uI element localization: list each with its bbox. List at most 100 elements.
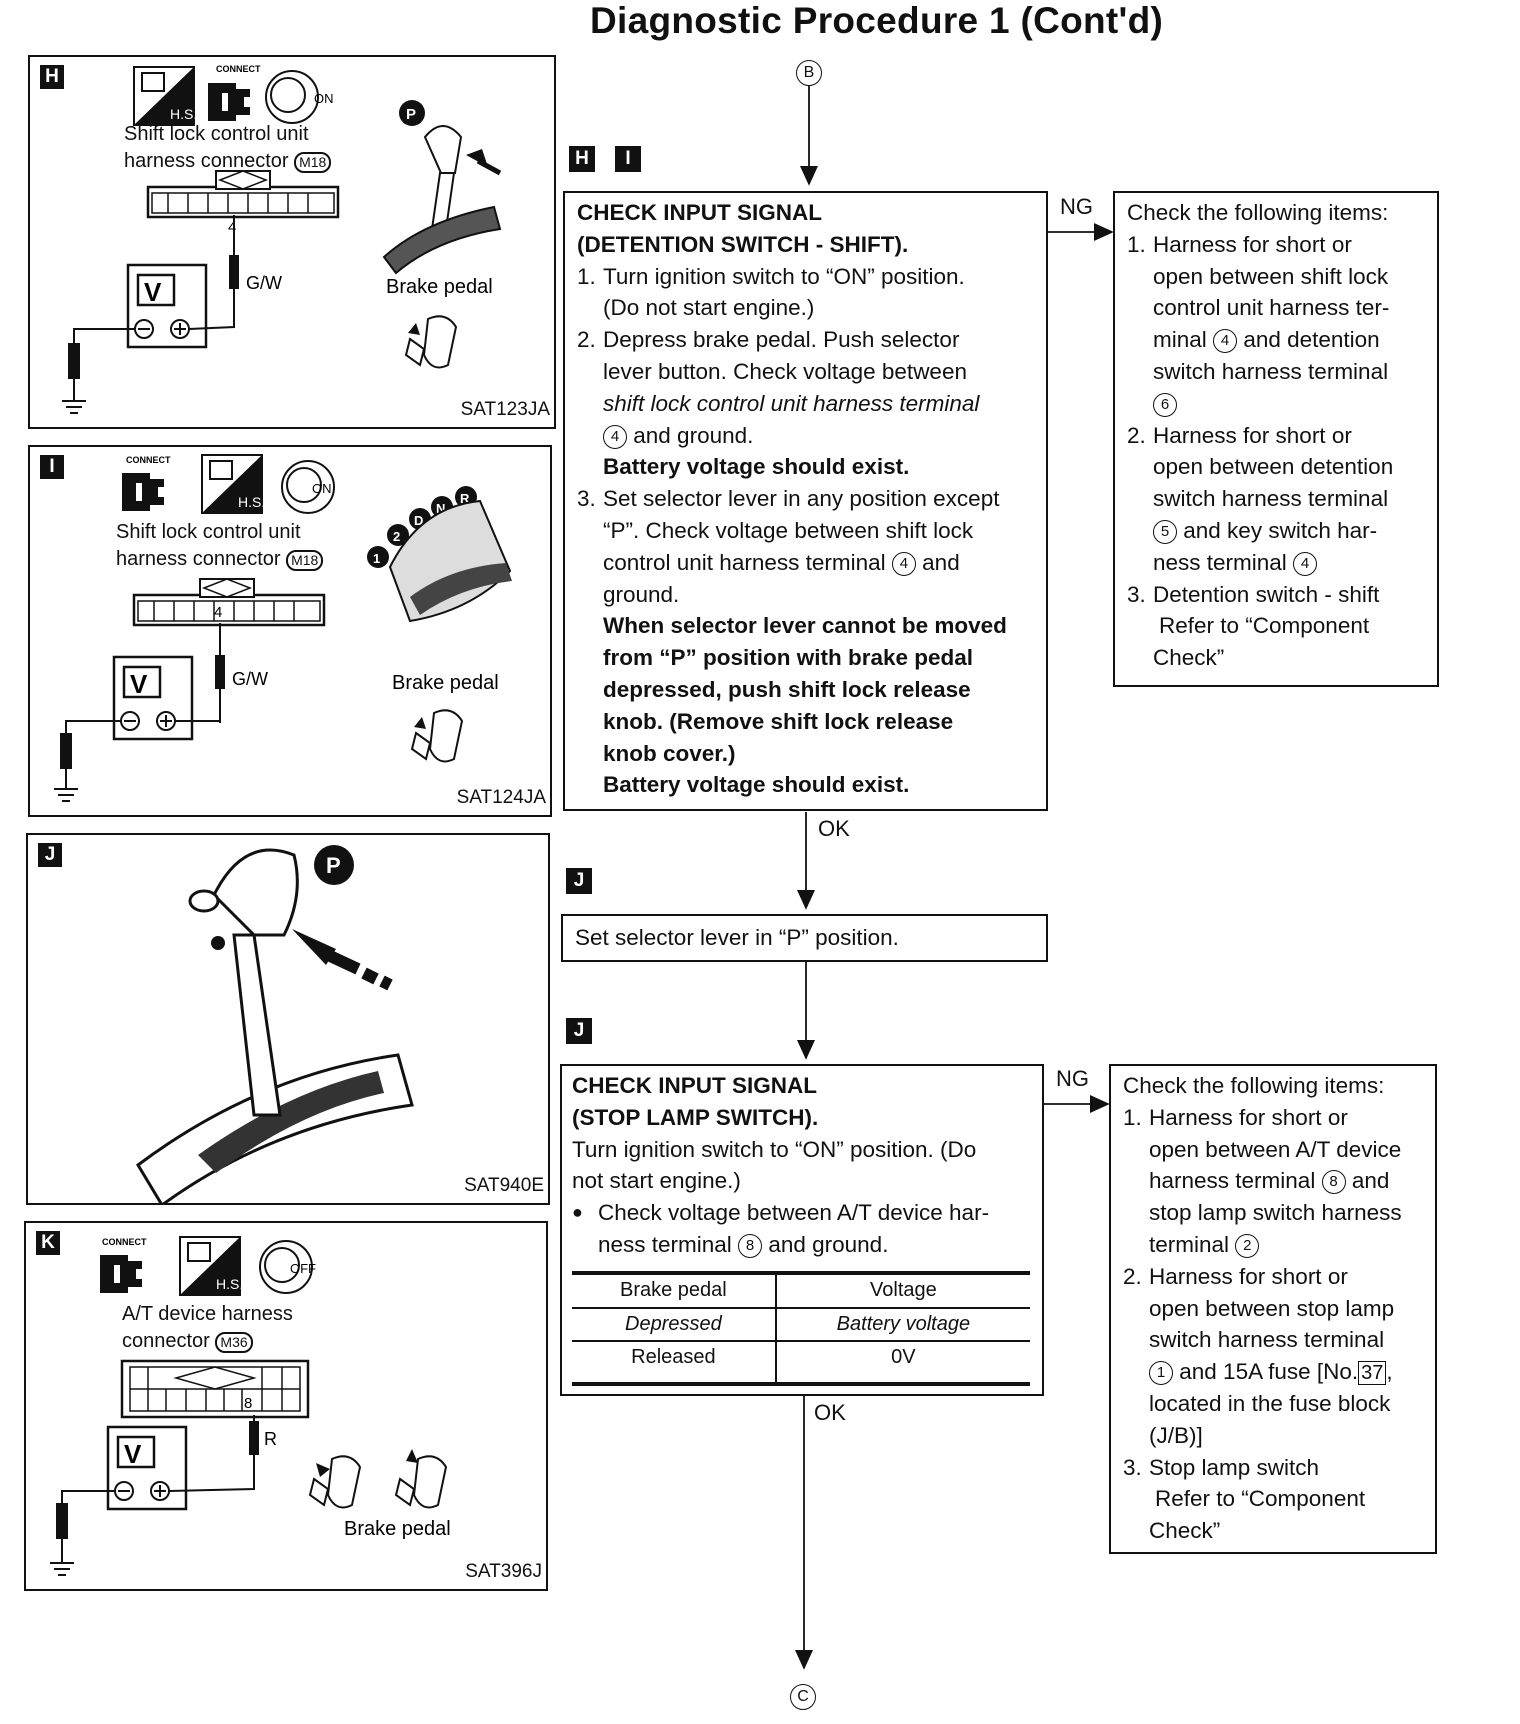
check-line: Detention switch - shift: [1153, 581, 1380, 607]
terminal-circle: 4: [1293, 551, 1318, 576]
instruction-line: ness terminal 8 and ground.: [598, 1229, 1032, 1261]
terminal-circle: 8: [1321, 1170, 1346, 1195]
check-line: (J/B)]: [1149, 1422, 1203, 1448]
check-line: switch harness terminal: [1149, 1327, 1385, 1353]
voltage-table: Brake pedal Voltage Depressed Battery vo…: [572, 1271, 1030, 1387]
instruction-line: Turn ignition switch to “ON” position.: [603, 263, 965, 289]
check-item: 1. Harness for short or open between shi…: [1127, 229, 1429, 420]
check-line: Harness for short or: [1149, 1263, 1348, 1289]
set-selector-lever-box: Set selector lever in “P” position.: [561, 914, 1048, 962]
check-text: minal: [1153, 327, 1207, 353]
key-position-label: ON: [314, 91, 334, 106]
step-title-line-1: CHECK INPUT SIGNAL: [577, 200, 823, 225]
connect-icon-label: CONNECT: [126, 455, 171, 465]
hs-icon-label: H.S.: [238, 494, 265, 510]
check-item: 3. Stop lamp switch Refer to “Component …: [1123, 1452, 1429, 1547]
check-line: 6: [1153, 388, 1429, 420]
step-tag-j: J: [566, 868, 592, 894]
terminal-circle: 2: [1235, 1233, 1260, 1258]
check-line: Check”: [1153, 645, 1225, 671]
connector-id-badge: M18: [286, 550, 324, 571]
ground-icon: [62, 387, 86, 414]
step-tag-i: I: [615, 146, 641, 172]
check-text: ness terminal: [1153, 549, 1287, 575]
bullet-item: ● Check voltage between A/T device har- …: [572, 1197, 1032, 1261]
caption-line-1: Shift lock control unit: [124, 123, 309, 145]
check-line: open between shift lock: [1153, 263, 1389, 289]
connector-id-badge: M36: [215, 1332, 253, 1353]
terminal-circle: 4: [891, 551, 916, 576]
item-number: 1.: [577, 263, 596, 289]
panel-caption: Shift lock control unit harness connecto…: [124, 121, 332, 175]
instruction-item: 3. Set selector lever in any position ex…: [577, 483, 1036, 801]
step-title-line-2: (STOP LAMP SWITCH).: [572, 1104, 819, 1130]
check-line: ness terminal 4: [1153, 547, 1429, 579]
caption-line-1: A/T device harness: [122, 1303, 293, 1325]
expected-result: Battery voltage should exist.: [603, 772, 910, 798]
instruction-line: (Do not start engine.): [603, 295, 815, 321]
caption-line-2: harness connector M18: [124, 148, 332, 175]
terminal-number: 4: [228, 219, 236, 236]
panel-letter: J: [38, 843, 62, 867]
check-line: control unit harness ter-: [1153, 295, 1390, 321]
table-header-row: Brake pedal Voltage: [572, 1272, 1030, 1308]
terminal-circle: 6: [1153, 392, 1177, 417]
caption-line-2: connector M36: [122, 1328, 293, 1355]
ng-check-items-box-1: Check the following items: 1. Harness fo…: [1113, 191, 1439, 687]
check-line: stop lamp switch harness: [1149, 1200, 1402, 1226]
item-number: 2.: [1123, 1263, 1142, 1289]
table-row: Depressed Battery voltage: [572, 1307, 1030, 1342]
check-line: switch harness terminal: [1153, 486, 1389, 512]
check-text: and detention: [1243, 327, 1380, 353]
item-number: 1.: [1123, 1104, 1142, 1130]
check-line: Harness for short or: [1153, 231, 1352, 257]
terminal-circle: 1: [1149, 1361, 1173, 1386]
check-line: Harness for short or: [1153, 422, 1352, 448]
note-line: from “P” position with brake pedal: [603, 645, 974, 671]
check-line: 1 and 15A fuse [No.37,: [1149, 1356, 1429, 1388]
terminal-circle: 8: [738, 1233, 763, 1258]
check-line: Harness for short or: [1149, 1104, 1348, 1130]
item-number: 3.: [1127, 581, 1146, 607]
panel-letter: H: [40, 65, 64, 89]
instruction-line: 4 and ground.: [603, 420, 1036, 452]
instruction-line: control unit harness terminal 4 and: [603, 547, 1036, 579]
brake-pedal-label: Brake pedal: [386, 276, 493, 298]
hs-icon: H.S.: [179, 1236, 243, 1296]
gear-label: N: [436, 501, 445, 516]
check-header: Check the following items:: [1123, 1073, 1385, 1098]
brake-pedal-released-icon: [394, 1449, 448, 1509]
expected-result: Battery voltage should exist.: [603, 454, 910, 480]
table-cell: 0V: [891, 1346, 916, 1369]
connect-icon: CONNECT: [208, 64, 261, 121]
terminal-circle: 4: [1213, 329, 1238, 354]
voltmeter-icon: V: [126, 263, 208, 349]
note-line: depressed, push shift lock release: [603, 676, 971, 702]
page-title: Diagnostic Procedure 1 (Cont'd): [590, 0, 1164, 41]
brake-pedal-icon: [404, 315, 458, 369]
check-text: ,: [1386, 1359, 1393, 1385]
connect-icon-label: CONNECT: [102, 1237, 147, 1247]
at-device-harness-diagram: CONNECT H.S. OFF: [50, 1236, 451, 1576]
instruction-text: and ground.: [633, 422, 754, 448]
caption-line-2: harness connector M18: [116, 546, 324, 573]
terminal-circle: 4: [603, 424, 627, 449]
brake-pedal-depressed-icon: [308, 1455, 362, 1509]
instruction-line: not start engine.): [572, 1168, 741, 1194]
caption-line-2-text: connector: [122, 1330, 210, 1352]
wire-color-label: G/W: [232, 669, 268, 689]
shift-lock-harness-diagram: CONNECT H.S. ON: [54, 454, 512, 802]
check-line: located in the fuse block: [1149, 1390, 1391, 1416]
connect-icon-label: CONNECT: [216, 64, 261, 74]
bullet-icon: ●: [572, 1202, 583, 1223]
instruction-text: and ground.: [768, 1231, 889, 1257]
voltmeter-icon: V: [106, 1425, 188, 1511]
caption-line-2-text: harness connector: [124, 150, 289, 172]
instruction-item: 2. Depress brake pedal. Push selector le…: [577, 324, 1036, 483]
selector-lever-diagram: P: [136, 845, 414, 1203]
illustration-panel-i: I CONNECT H.S. ON: [28, 445, 552, 817]
illustration-panel-j: J P SAT940E: [26, 833, 550, 1205]
hs-icon-label: H.S.: [170, 106, 197, 122]
check-line: Refer to “Component: [1155, 1486, 1366, 1512]
table-row: Released 0V: [572, 1341, 1030, 1385]
